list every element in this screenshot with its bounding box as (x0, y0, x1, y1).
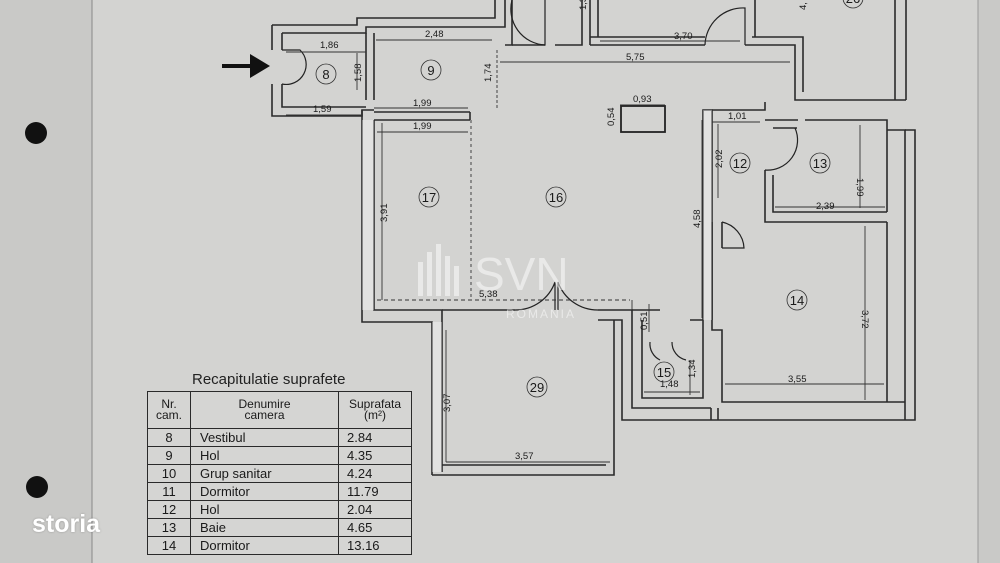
dim-label: 0,51 (639, 312, 650, 331)
walls (271, 0, 916, 476)
row-name: Hol (190, 446, 339, 465)
row-area: 4.24 (338, 464, 412, 483)
dim-label: 2,48 (425, 29, 444, 40)
watermark-brand: SVN (474, 248, 569, 300)
room-label-29: 29 (530, 380, 544, 395)
double-door-left-icon (514, 281, 556, 311)
room-label-15: 15 (657, 365, 671, 380)
header-area: Suprafata(m²) (338, 391, 412, 429)
room-label-14: 14 (790, 293, 804, 308)
dimension-lines (286, 39, 885, 463)
row-nr: 13 (147, 518, 191, 537)
dim-label: 0,54 (606, 108, 617, 127)
row-nr: 11 (147, 482, 191, 501)
room-label-top-right: 26 (846, 0, 860, 6)
dim-label: 2,39 (816, 201, 835, 212)
room-label-17: 17 (422, 190, 436, 205)
dim-label: 3,91 (379, 204, 390, 223)
watermark-sub: ROMANIA (506, 307, 576, 321)
entrance-arrow-icon (222, 54, 270, 78)
storia-logo: storia (32, 510, 101, 538)
row-nr: 10 (147, 464, 191, 483)
row-nr: 8 (147, 428, 191, 447)
row-nr: 14 (147, 536, 191, 555)
row-area: 2.04 (338, 500, 412, 519)
dim-label: 1,34 (687, 360, 698, 379)
chimney-block (620, 105, 666, 133)
dim-label: 3,72 (859, 310, 870, 329)
dim-label: 1,01 (728, 111, 747, 122)
dim-label: 0,93 (633, 94, 652, 105)
row-area: 11.79 (338, 482, 412, 501)
room-label-13: 13 (813, 156, 827, 171)
dim-label: 1,3 (578, 0, 589, 10)
dim-label: 4, (798, 2, 809, 10)
room-labels: 8 9 12 13 14 15 16 17 29 26 (315, 0, 864, 398)
dim-label: 3,07 (442, 394, 453, 413)
row-area: 13.16 (338, 536, 412, 555)
dim-label: 1,99 (413, 98, 432, 109)
door-12-icon (721, 221, 745, 249)
table-title: Recapitulatie suprafete (192, 371, 346, 388)
row-area: 4.65 (338, 518, 412, 537)
dim-label: 3,57 (515, 451, 534, 462)
row-nr: 12 (147, 500, 191, 519)
dim-label: 2,02 (714, 150, 725, 169)
door-15-icon (649, 341, 687, 361)
watermark-logo-icon (418, 244, 459, 296)
dim-label: 1,99 (413, 121, 432, 132)
dim-label: 1,99 (854, 178, 865, 197)
dim-label: 1,59 (313, 104, 332, 115)
door-13-icon (764, 127, 799, 171)
dim-label: 1,48 (660, 379, 679, 390)
room-label-12: 12 (733, 156, 747, 171)
dim-label: 3,70 (674, 31, 693, 42)
dim-label: 5,38 (479, 289, 498, 300)
row-area: 4.35 (338, 446, 412, 465)
dim-label: 5,75 (626, 52, 645, 63)
dim-label: 1,74 (483, 64, 494, 83)
header-nr: Nr.cam. (147, 391, 191, 429)
row-name: Vestibul (190, 428, 339, 447)
dimension-labels: 1,86 2,48 1,58 1,74 5,75 3,70 1,59 1,99 … (313, 0, 870, 462)
room-label-8: 8 (322, 67, 329, 82)
dim-label: 1,86 (320, 40, 339, 51)
double-door-right-icon (557, 281, 599, 311)
row-name: Hol (190, 500, 339, 519)
row-name: Dormitor (190, 482, 339, 501)
dim-label: 4,58 (692, 210, 703, 229)
dim-label: 1,58 (353, 64, 364, 83)
dim-label: 3,55 (788, 374, 807, 385)
row-area: 2.84 (338, 428, 412, 447)
room-label-9: 9 (427, 63, 434, 78)
punch-hole-top (25, 122, 47, 144)
wall-fill (362, 110, 712, 472)
row-name: Grup sanitar (190, 464, 339, 483)
row-name: Dormitor (190, 536, 339, 555)
row-nr: 9 (147, 446, 191, 465)
door-top-right-icon (704, 7, 746, 46)
door-top-9-icon (510, 0, 546, 46)
punch-hole-bottom (26, 476, 48, 498)
row-name: Baie (190, 518, 339, 537)
room-label-16: 16 (549, 190, 563, 205)
